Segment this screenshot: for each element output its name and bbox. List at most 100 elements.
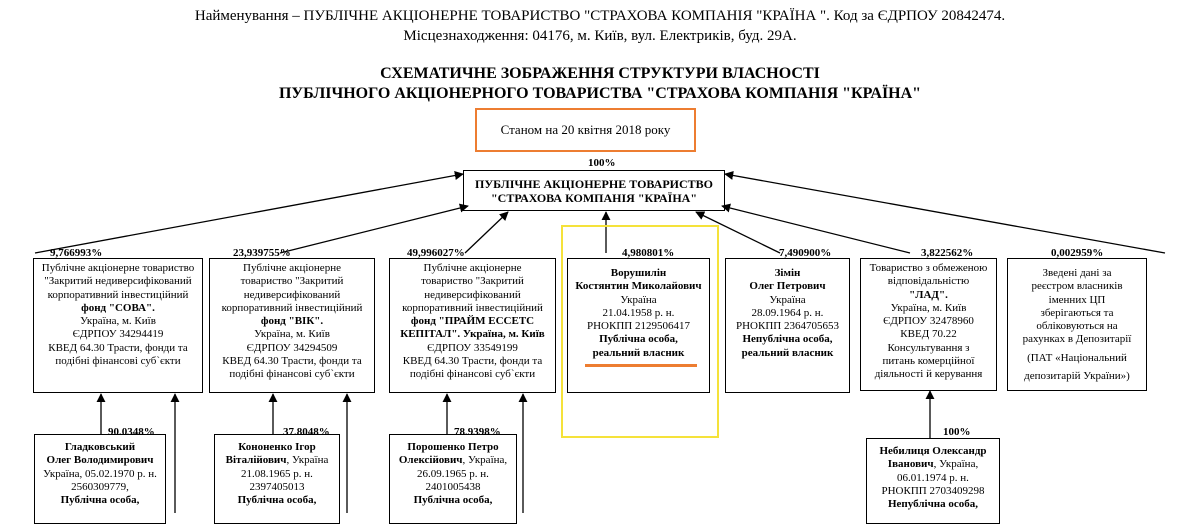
diagram-title-line-2: ПУБЛІЧНОГО АКЦІОНЕРНОГО ТОВАРИСТВА "СТРА… — [278, 85, 922, 102]
sub-owner-4-pct: 100% — [943, 426, 971, 438]
sub-owner-2-status: Публічна особа, — [237, 494, 317, 507]
owner-2-line-8: КВЕД 64.30 Трасти, фонди та — [222, 355, 362, 368]
owner-6-line-8: питань комерційної — [882, 355, 975, 368]
main-company-line-1: ПУБЛІЧНЕ АКЦІОНЕРНЕ ТОВАРИСТВО — [474, 177, 713, 191]
owner-6-line-6: КВЕД 70.22 — [900, 328, 957, 341]
owner-box-prime-assets: Публічне акціонерне товариство "Закритий… — [389, 258, 556, 393]
sub-owner-1-line-1: Україна, 05.02.1970 р. н. — [43, 467, 157, 480]
owner-6-line-4: Україна, м. Київ — [890, 301, 967, 314]
owner-2-line-1: Публічне акціонерне — [243, 262, 341, 274]
sub-owner-2-line-1: 21.08.1965 р. н. — [241, 467, 313, 480]
owner-1-line-4: фонд "СОВА". — [81, 301, 155, 314]
owner-2-line-5: фонд "ВІК". — [260, 315, 324, 328]
arrow-owner-6 — [721, 203, 911, 254]
highlight-frame — [561, 225, 719, 438]
owner-2-line-2: товариство "Закритий — [240, 275, 344, 288]
owner-4-status-1: Публічна особа, — [599, 333, 678, 346]
sub-owner-4-status: Непублічна особа, — [887, 498, 978, 511]
sub-owner-1-name-1: Гладковський — [64, 441, 136, 453]
owner-4-name-2: Костянтин Миколайович — [575, 280, 702, 293]
ownership-arrows — [34, 170, 1166, 513]
owner-box-sova: Публічне акціонерне товариство "Закритий… — [33, 258, 203, 393]
owner-6-line-1: Товариство з обмеженою — [869, 262, 988, 274]
main-pct: 100% — [588, 157, 616, 169]
owner-4-line-3: РНОКПП 2129506417 — [587, 320, 690, 333]
owner-1-line-8: подібні фінансові суб`єкти — [55, 355, 181, 368]
arrow-owner-2 — [279, 203, 469, 254]
sub-owner-box-kononenko: Кононенко Ігор Віталійович, Україна 21.0… — [214, 434, 340, 524]
main-company-box: ПУБЛІЧНЕ АКЦІОНЕРНЕ ТОВАРИСТВО "СТРАХОВА… — [463, 170, 725, 211]
owner-box-vorushylin: Ворушилін Костянтин Миколайович Україна … — [567, 258, 710, 393]
sub-owner-3-country: , Україна, — [462, 454, 508, 467]
arrow-owner-3 — [464, 211, 509, 254]
owner-4-line-2: 21.04.1958 р. н. — [602, 306, 675, 319]
owner-7-line-3: іменних ЦП — [1048, 293, 1106, 306]
owner-1-line-6: ЄДРПОУ 34294419 — [72, 328, 164, 341]
sub-owner-1-status: Публічна особа, — [60, 494, 140, 507]
sub-owner-2-country: , Україна — [286, 454, 329, 467]
owner-6-line-3: "ЛАД". — [909, 288, 948, 301]
sub-owner-2-name-2: Віталійович — [225, 454, 287, 467]
owner-box-lad: Товариство з обмеженою відповідальністю … — [860, 258, 997, 391]
sub-owner-3-name-2: Олексійович — [398, 454, 463, 467]
highlight-underline — [585, 364, 697, 367]
company-address-line: Місцезнаходження: 04176, м. Київ, вул. Е… — [403, 28, 797, 44]
company-name-line: Найменування – ПУБЛІЧНЕ АКЦІОНЕРНЕ ТОВАР… — [194, 8, 1006, 24]
sub-owner-2-line-2: 2397405013 — [249, 480, 305, 493]
sub-owner-4-name-1: Небилиця Олександр — [879, 445, 987, 457]
owner-box-depository: Зведені дані за реєстром власників іменн… — [1007, 258, 1147, 391]
sub-owner-1-name-2: Олег Володимирович — [46, 454, 154, 467]
owner-5-name-1: Зімін — [774, 267, 801, 279]
owner-box-zimin: Зімін Олег Петрович Україна 28.09.1964 р… — [725, 258, 850, 393]
owner-4-status-2: реальний власник — [592, 346, 685, 359]
owner-6-line-5: ЄДРПОУ 32478960 — [883, 315, 974, 328]
owner-5-status-2: реальний власник — [741, 346, 834, 359]
owner-2-line-9: подібні фінансові суб`єкти — [229, 368, 355, 381]
owner-4-name-1: Ворушилін — [610, 267, 667, 279]
owner-7-line-2: реєстром власників — [1031, 280, 1123, 293]
owner-5-line-1: Україна — [769, 293, 806, 306]
owner-3-line-5: фонд "ПРАЙМ ЕССЕТС — [410, 315, 535, 328]
sub-owner-3-line-1: 26.09.1965 р. н. — [417, 467, 489, 480]
owner-7-line-6: рахунках в Депозитарії — [1022, 333, 1132, 346]
arrow-owner-5 — [695, 211, 781, 254]
sub-owner-box-poroshenko: Порошенко Петро Олексійович, Україна, 26… — [389, 434, 517, 524]
owner-6-line-7: Консультування з — [887, 341, 970, 354]
owner-1-line-2: "Закритий недиверсифікований — [44, 275, 192, 288]
owner-6-line-9: діяльності й керування — [874, 368, 983, 381]
owner-1-line-1: Публічне акціонерне товариство — [41, 262, 195, 274]
owner-5-pct: 7,490900% — [779, 247, 832, 259]
owner-6-line-2: відповідальністю — [887, 275, 970, 288]
owner-5-line-2: 28.09.1964 р. н. — [751, 306, 824, 319]
owner-2-line-6: Україна, м. Київ — [254, 328, 330, 341]
owner-7-line-8: депозитарій України») — [1024, 370, 1130, 383]
sub-owner-1-line-2: 2560309779, — [71, 480, 129, 493]
owner-3-line-3: недиверсифікований — [424, 288, 521, 301]
owner-3-line-6: КЕПІТАЛ". Україна, м. Київ — [400, 328, 545, 341]
owner-7-line-1: Зведені дані за — [1042, 267, 1112, 279]
sub-owner-4-line-1: 06.01.1974 р. н. — [897, 471, 969, 484]
sub-owner-2-name-1: Кононенко Ігор — [238, 441, 316, 453]
owner-1-line-3: корпоративний інвестиційний — [47, 288, 189, 301]
date-label: Станом на 20 квітня 2018 року — [500, 122, 671, 137]
owner-5-status-1: Непублічна особа, — [742, 333, 833, 346]
owner-5-line-3: РНОКПП 2364705653 — [736, 320, 839, 333]
sub-owner-4-name-2: Іванович — [887, 458, 934, 471]
owner-7-line-4: зберігаються та — [1040, 306, 1114, 319]
owner-2-line-3: недиверсифікований — [243, 288, 341, 301]
sub-owner-3-line-2: 2401005438 — [425, 480, 481, 493]
owner-7-line-7: (ПАТ «Національний — [1027, 351, 1127, 364]
owner-3-line-2: товариство "Закритий — [421, 275, 524, 288]
owner-4-pct: 4,980801% — [622, 247, 675, 259]
owner-box-vik: Публічне акціонерне товариство "Закритий… — [209, 258, 375, 393]
date-label-box: Станом на 20 квітня 2018 року — [475, 108, 696, 152]
owner-1-pct: 9,766993% — [50, 247, 103, 259]
sub-owner-3-name-1: Порошенко Петро — [407, 441, 499, 453]
sub-owner-4-line-2: РНОКПП 2703409298 — [881, 484, 985, 497]
owner-6-pct: 3,822562% — [921, 247, 974, 259]
owner-3-line-1: Публічне акціонерне — [423, 262, 522, 274]
owner-1-line-5: Україна, м. Київ — [80, 315, 156, 328]
owner-2-pct: 23,939755% — [233, 247, 291, 259]
owner-3-pct: 49,996027% — [407, 247, 465, 259]
diagram-title-line-1: СХЕМАТИЧНЕ ЗОБРАЖЕННЯ СТРУКТУРИ ВЛАСНОСТ… — [380, 65, 820, 82]
